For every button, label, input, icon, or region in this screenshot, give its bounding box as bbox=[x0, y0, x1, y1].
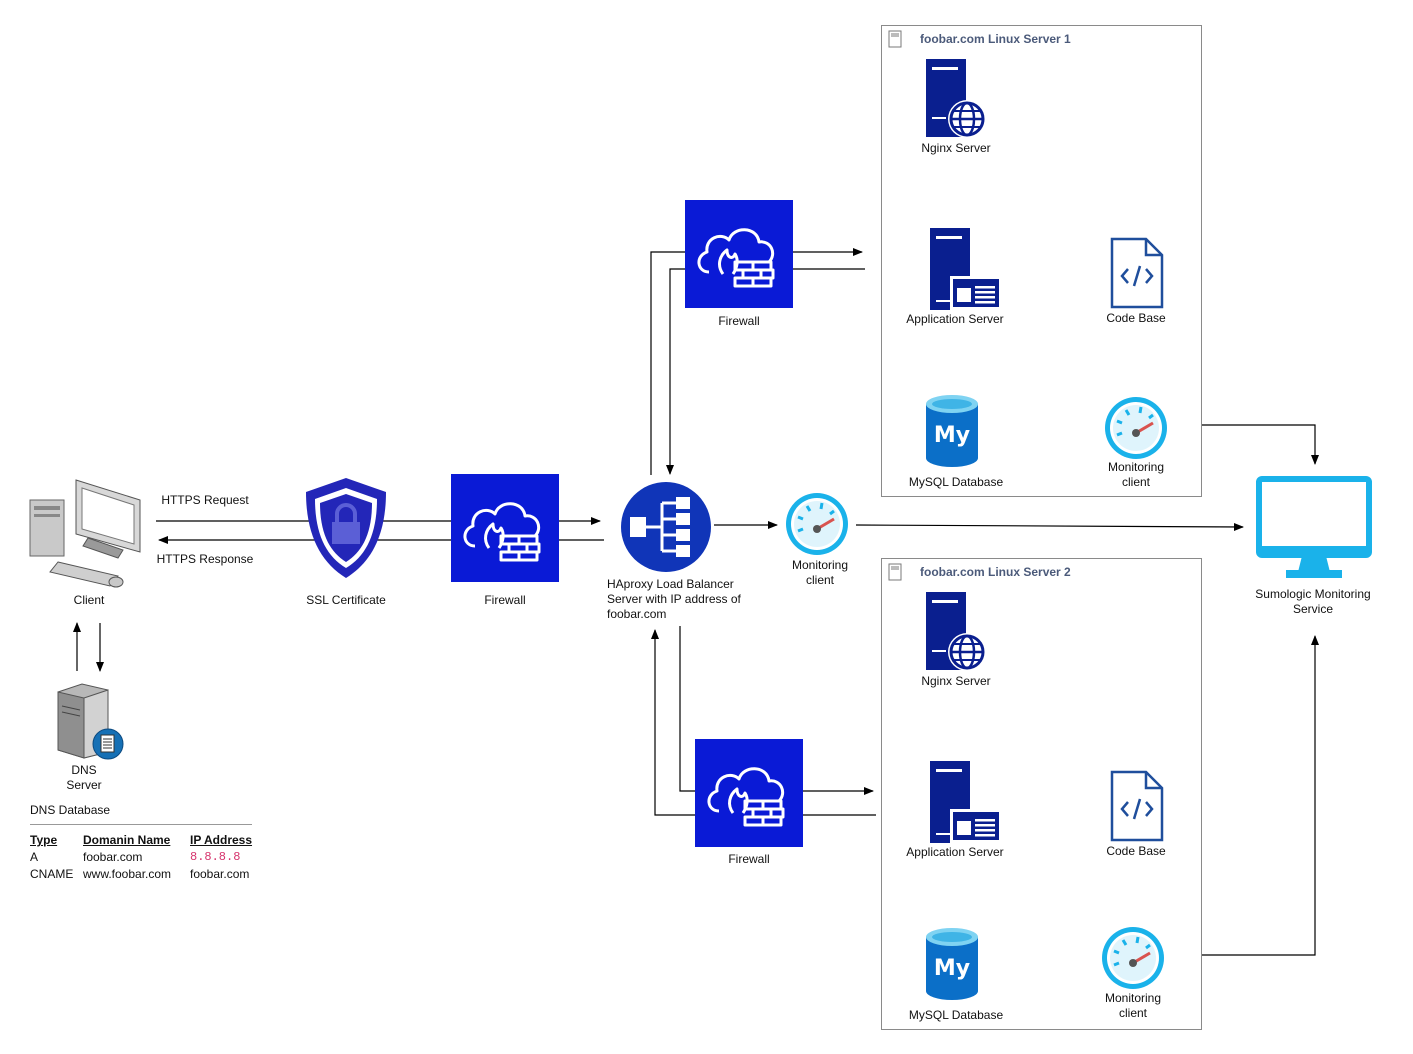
dns-database-title: DNS Database bbox=[30, 803, 111, 817]
client-label: Client bbox=[73, 593, 105, 607]
dns-col-domain: Domanin Name bbox=[83, 833, 171, 847]
nginx-web-server-icon[interactable] bbox=[924, 59, 990, 139]
server2-title: foobar.com Linux Server 2 bbox=[920, 565, 1071, 579]
server1-mon-label-1: Monitoring bbox=[1107, 460, 1165, 474]
firewall-bottom-label: Firewall bbox=[728, 852, 770, 866]
monitor-lb-label-1: Monitoring bbox=[791, 558, 849, 572]
edge-lb-to-bottom-firewall bbox=[679, 626, 874, 795]
dns-server-label-1: DNS bbox=[71, 763, 97, 777]
https-response-label: HTTPS Response bbox=[156, 552, 254, 566]
firewall-bottom-icon[interactable] bbox=[695, 739, 803, 847]
monitor-display-icon[interactable] bbox=[1256, 476, 1372, 580]
server-rack-icon bbox=[888, 30, 902, 48]
server2-mon-label-2: client bbox=[1118, 1006, 1147, 1020]
load-balancer-label-3: foobar.com bbox=[607, 607, 667, 621]
code-file-icon[interactable] bbox=[1110, 237, 1164, 309]
firewall-main-label: Firewall bbox=[484, 593, 526, 607]
edge-monitor-to-sumologic bbox=[855, 522, 1244, 531]
server2-mon-label-1: Monitoring bbox=[1104, 991, 1162, 1005]
dns-col-type: Type bbox=[30, 833, 58, 847]
monitoring-gauge-icon[interactable] bbox=[784, 491, 850, 557]
server1-nginx-label: Nginx Server bbox=[921, 141, 991, 155]
table-row: CNAME www.foobar.com foobar.com bbox=[30, 867, 250, 881]
monitoring-gauge-icon[interactable] bbox=[1103, 395, 1169, 461]
sumologic-label-1: Sumologic Monitoring bbox=[1255, 587, 1371, 601]
load-balancer-label-2: Server with IP address of bbox=[607, 592, 741, 606]
client-computer-icon[interactable] bbox=[28, 478, 154, 590]
server1-db-label: MySQL Database bbox=[908, 475, 1004, 489]
mysql-database-icon[interactable]: My bbox=[924, 927, 980, 1001]
application-server-icon[interactable] bbox=[928, 761, 1004, 843]
firewall-top-label: Firewall bbox=[718, 314, 760, 328]
sumologic-label-2: Service bbox=[1292, 602, 1333, 616]
firewall-main-icon[interactable] bbox=[451, 474, 559, 582]
monitor-lb-label-2: client bbox=[805, 573, 834, 587]
server2-app-label: Application Server bbox=[906, 845, 1004, 859]
server1-mon-label-2: client bbox=[1121, 475, 1150, 489]
application-server-icon[interactable] bbox=[928, 228, 1004, 310]
load-balancer-label-1: HAproxy Load Balancer bbox=[607, 577, 734, 591]
server2-nginx-label: Nginx Server bbox=[921, 674, 991, 688]
dns-server-label-2: Server bbox=[66, 778, 102, 792]
server-rack-icon bbox=[888, 563, 902, 581]
dns-database-divider bbox=[30, 824, 252, 825]
code-file-icon[interactable] bbox=[1110, 770, 1164, 842]
server1-title: foobar.com Linux Server 1 bbox=[920, 32, 1071, 46]
dns-col-ip: IP Address bbox=[190, 833, 253, 847]
edge-top-firewall-to-lb bbox=[666, 268, 865, 475]
dns-database-table: Type Domanin Name IP Address A foobar.co… bbox=[30, 831, 252, 883]
firewall-top-icon[interactable] bbox=[685, 200, 793, 308]
https-request-label: HTTPS Request bbox=[161, 493, 249, 507]
server2-code-label: Code Base bbox=[1106, 844, 1166, 858]
svg-text:My: My bbox=[934, 956, 970, 981]
ssl-shield-icon[interactable] bbox=[302, 476, 390, 580]
mysql-database-icon[interactable]: My bbox=[924, 394, 980, 468]
svg-text:My: My bbox=[934, 423, 970, 448]
table-row: A foobar.com 8.8.8.8 bbox=[30, 850, 241, 864]
load-balancer-icon[interactable] bbox=[620, 481, 712, 573]
server2-db-label: MySQL Database bbox=[908, 1008, 1004, 1022]
dns-server-icon[interactable] bbox=[52, 682, 126, 762]
ssl-label: SSL Certificate bbox=[306, 593, 386, 607]
server1-code-label: Code Base bbox=[1106, 311, 1166, 325]
nginx-web-server-icon[interactable] bbox=[924, 592, 990, 672]
server1-app-label: Application Server bbox=[906, 312, 1004, 326]
monitoring-gauge-icon[interactable] bbox=[1100, 925, 1166, 991]
